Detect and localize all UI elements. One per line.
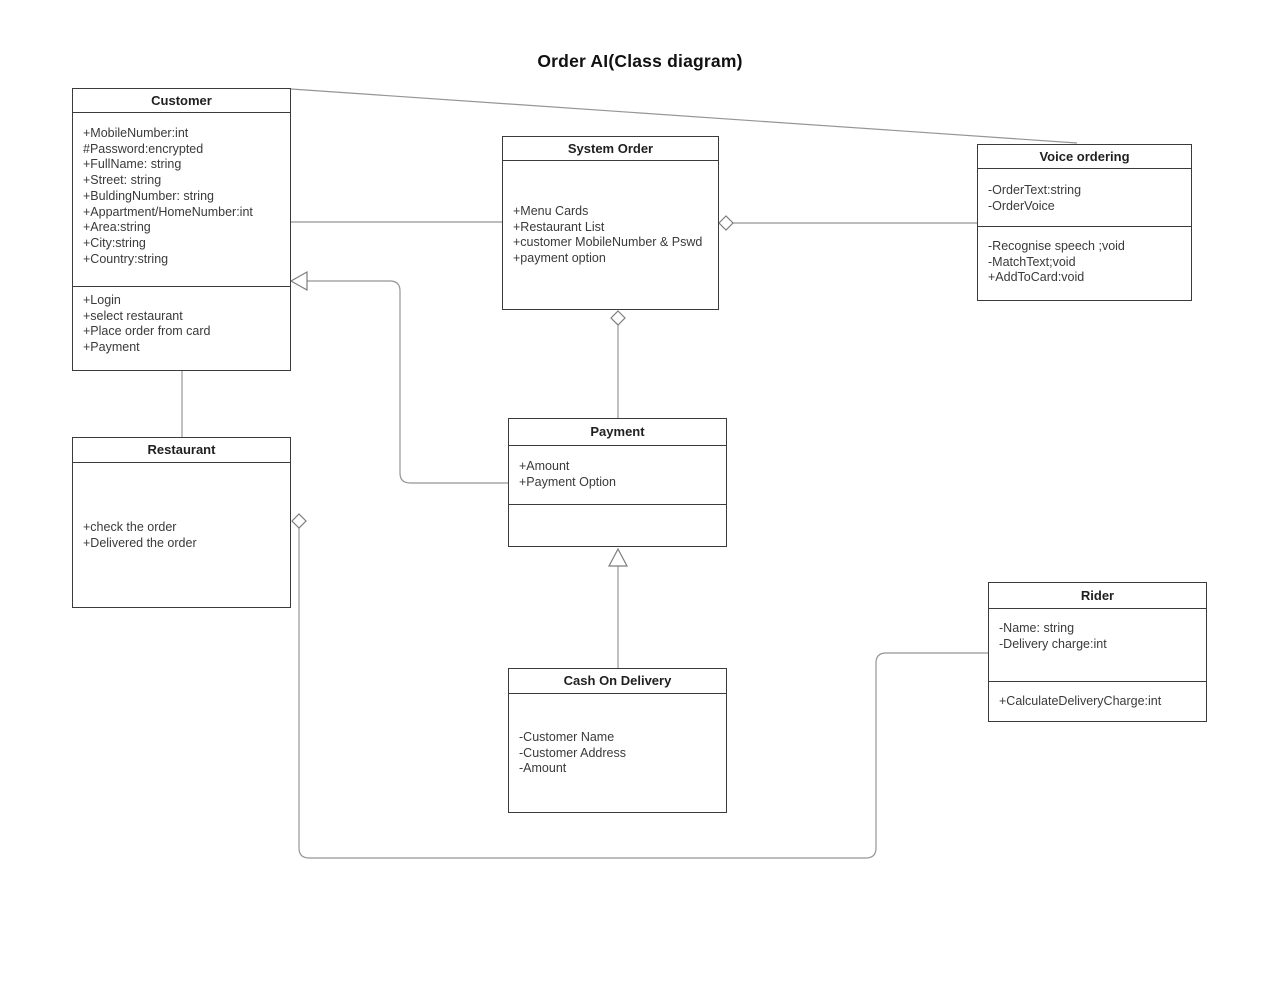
class-member: +City:string [83, 235, 146, 250]
payment-attributes-section: +Amount +Payment Option [509, 446, 726, 504]
rider-attributes-section: -Name: string -Delivery charge:int [989, 609, 1206, 681]
class-member: +customer MobileNumber & Pswd [513, 235, 703, 250]
class-member: +Payment [83, 340, 140, 355]
class-member: +Place order from card [83, 324, 211, 339]
payment-methods-section [509, 504, 726, 545]
class-title-cash-on-delivery: Cash On Delivery [509, 669, 726, 694]
class-member: +AddToCard:void [988, 270, 1085, 285]
class-member: +FullName: string [83, 157, 182, 172]
class-member: +select restaurant [83, 308, 183, 323]
cash-on-delivery-attributes-section: -Customer Name -Customer Address -Amount [509, 694, 726, 811]
class-member: +MobileNumber:int [83, 126, 189, 140]
connector-customer-voiceordering[interactable] [290, 88, 1078, 144]
aggregation-diamond-systemorder-right[interactable] [718, 215, 734, 231]
class-member: -Delivery charge:int [999, 636, 1107, 651]
class-member: -OrderText:string [988, 183, 1082, 197]
class-member: +Menu Cards [513, 204, 589, 218]
class-member: -MatchText;void [988, 254, 1076, 269]
class-title-payment: Payment [509, 419, 726, 446]
class-member: +check the order [83, 520, 177, 534]
restaurant-members-section: +check the order +Delivered the order [73, 463, 290, 606]
class-title-customer: Customer [73, 89, 290, 113]
class-box-cash-on-delivery[interactable]: Cash On Delivery -Customer Name -Custome… [508, 668, 727, 813]
voice-ordering-methods-section: -Recognise speech ;void -MatchText;void … [978, 226, 1191, 299]
class-member: +Login [83, 293, 121, 307]
class-member: +Area:string [83, 220, 151, 235]
generalization-triangle-payment[interactable] [608, 547, 628, 567]
class-member: -Recognise speech ;void [988, 239, 1125, 253]
class-title-rider: Rider [989, 583, 1206, 609]
aggregation-diamond-systemorder-bottom[interactable] [610, 310, 626, 326]
class-member: -OrderVoice [988, 198, 1055, 213]
class-member: -Name: string [999, 621, 1075, 635]
class-member: -Customer Name [519, 730, 615, 744]
system-order-members-section: +Menu Cards +Restaurant List +customer M… [503, 161, 718, 308]
class-title-system-order: System Order [503, 137, 718, 161]
class-member: +Street: string [83, 173, 162, 188]
class-member: +Payment Option [519, 474, 616, 489]
class-box-restaurant[interactable]: Restaurant +check the order +Delivered t… [72, 437, 291, 608]
class-member: +payment option [513, 251, 606, 266]
customer-methods-section: +Login +select restaurant +Place order f… [73, 286, 290, 369]
class-box-voice-ordering[interactable]: Voice ordering -OrderText:string -OrderV… [977, 144, 1192, 301]
class-box-system-order[interactable]: System Order +Menu Cards +Restaurant Lis… [502, 136, 719, 310]
class-box-payment[interactable]: Payment +Amount +Payment Option [508, 418, 727, 547]
class-title-restaurant: Restaurant [73, 438, 290, 463]
class-box-customer[interactable]: Customer +MobileNumber:int #Password:enc… [72, 88, 291, 371]
customer-attributes-section: +MobileNumber:int #Password:encrypted +F… [73, 113, 290, 286]
rider-methods-section: +CalculateDeliveryCharge:int [989, 681, 1206, 719]
class-member: +CalculateDeliveryCharge:int [999, 694, 1162, 708]
class-member: +BuldingNumber: string [83, 188, 214, 203]
class-member: +Amount [519, 459, 570, 473]
class-member: +Country:string [83, 251, 169, 266]
class-title-voice-ordering: Voice ordering [978, 145, 1191, 169]
diagram-title: Order AI(Class diagram) [537, 51, 743, 71]
class-box-rider[interactable]: Rider -Name: string -Delivery charge:int… [988, 582, 1207, 722]
connector-restaurant-rider[interactable] [298, 528, 988, 859]
generalization-triangle-customer[interactable] [289, 270, 308, 292]
voice-ordering-attributes-section: -OrderText:string -OrderVoice [978, 169, 1191, 226]
aggregation-diamond-restaurant-right[interactable] [291, 513, 307, 529]
class-member: #Password:encrypted [83, 141, 204, 156]
class-member: +Delivered the order [83, 535, 197, 550]
class-member: -Amount [519, 761, 567, 776]
class-member: +Restaurant List [513, 219, 605, 234]
class-member: -Customer Address [519, 745, 626, 760]
connector-customer-payment[interactable] [307, 280, 508, 484]
class-member: +Appartment/HomeNumber:int [83, 204, 253, 219]
